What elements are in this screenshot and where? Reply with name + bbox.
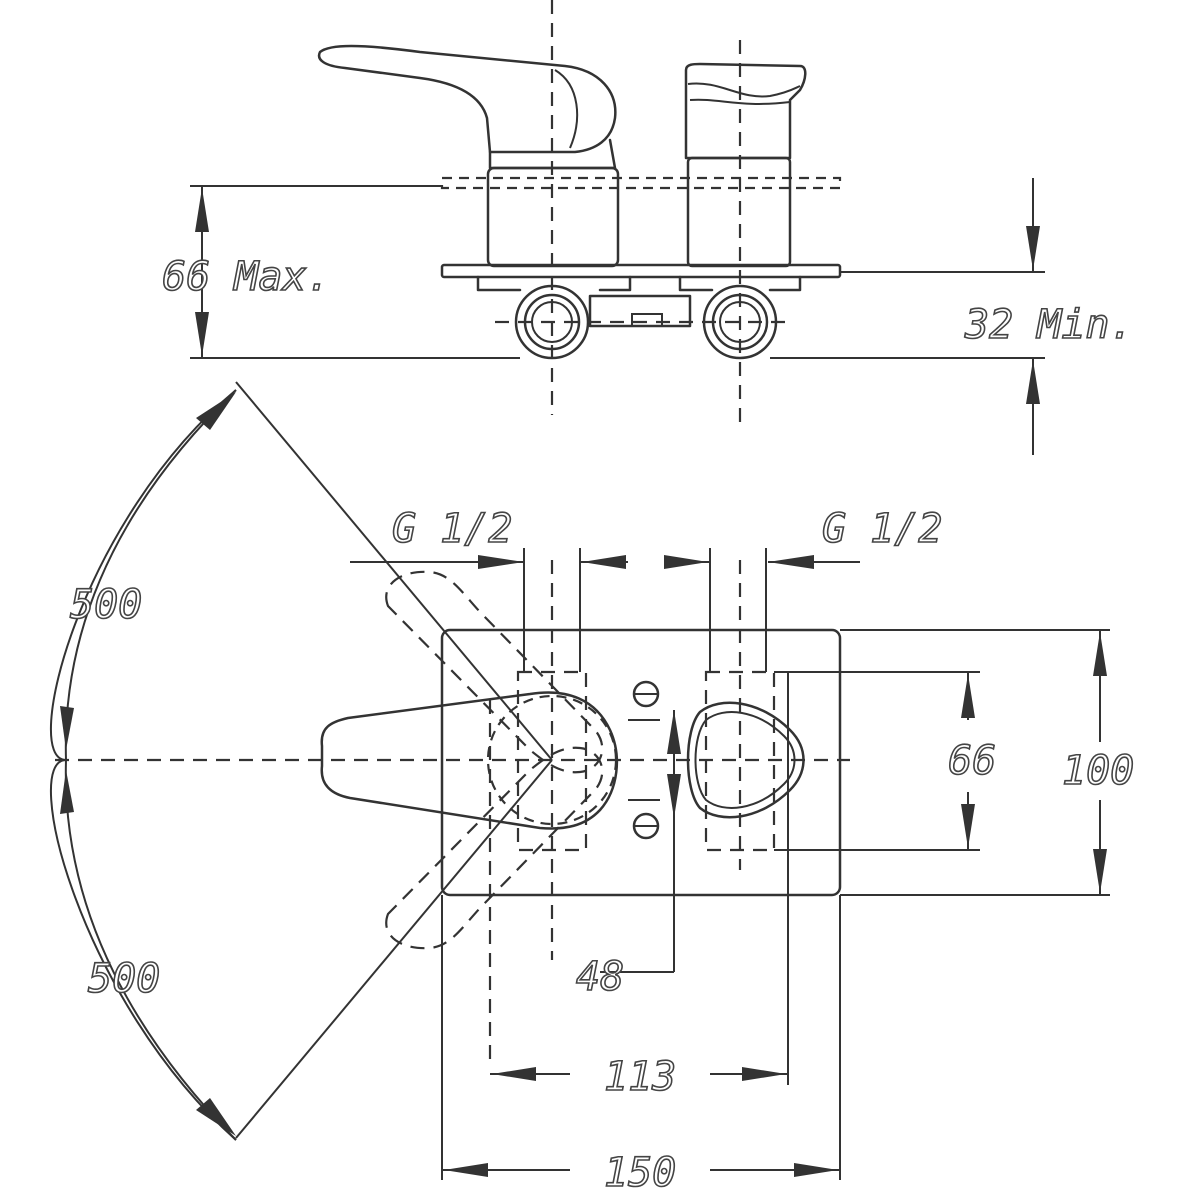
screw-bottom: [632, 812, 660, 840]
dim-label-32-min: 32 Min.: [964, 302, 1134, 348]
g-arrow-left-2: [582, 555, 626, 569]
swing-arc: [49, 389, 237, 1141]
radial-line-lower: [235, 759, 553, 1139]
dim-label-66-max: 66 Max.: [162, 254, 331, 300]
dim-label-48: 48: [576, 954, 624, 1000]
dim-label-66: 66: [948, 738, 996, 784]
arrow-100-down: [1093, 849, 1107, 893]
dim-label-g-right: G 1/2: [822, 506, 942, 552]
diverter-knob-plan: [686, 701, 805, 819]
arc-arrow-top: [196, 392, 236, 430]
connector-slot: [631, 313, 663, 327]
lever-detail: [554, 69, 579, 149]
diverter-knob-inner: [694, 711, 796, 809]
lever-rotated-down: [385, 746, 604, 950]
wall-plate-dashed: [440, 176, 842, 190]
arrow-66-up: [961, 674, 975, 718]
arrow-66-down: [961, 804, 975, 848]
connector-housing: [476, 275, 802, 292]
arc-arrow-bottom: [196, 1098, 236, 1136]
screw-top: [632, 680, 660, 708]
diverter-knob-side: [684, 62, 807, 160]
swing-arc-smooth: [64, 389, 237, 1141]
dim-label-100: 100: [1062, 748, 1134, 794]
lever-cartridge-plan: [486, 694, 618, 826]
arrow-150-right: [794, 1163, 838, 1177]
g-arrow-right-2: [768, 555, 814, 569]
plate-outline: [440, 628, 842, 897]
arrow-48-down: [667, 774, 681, 818]
knob-detail: [687, 82, 801, 98]
arrow-up-32: [1026, 360, 1040, 404]
mixer-lever-side: [317, 44, 617, 154]
dim-label-g-left: G 1/2: [392, 506, 512, 552]
arrow-down: [195, 312, 209, 356]
connector-bridge: [588, 294, 692, 328]
arrow-down-32: [1026, 226, 1040, 270]
side-elevation-view: 66 Max. 32 Min.: [161, 0, 1134, 455]
dim-label-113: 113: [604, 1054, 676, 1100]
g-arrow-right: [664, 555, 708, 569]
arc-arrow-lower-mid: [60, 770, 74, 814]
arrow-100-up: [1093, 632, 1107, 676]
knob-detail-2: [689, 98, 791, 105]
arrow-113-right: [742, 1067, 786, 1081]
g-arrow-left: [478, 555, 524, 569]
arrow-up: [195, 188, 209, 232]
dim-label-500-lower: 500: [88, 956, 160, 1002]
arrow-113-left: [492, 1067, 536, 1081]
arc-arrow-upper-mid: [60, 706, 74, 750]
dim-label-500-upper: 500: [70, 582, 142, 628]
arrow-48-up: [667, 710, 681, 754]
arrow-150-left: [444, 1163, 488, 1177]
radial-line-upper: [235, 381, 553, 761]
lever-rotated-up: [385, 570, 604, 774]
dim-label-150: 150: [604, 1150, 676, 1196]
plan-view: 500 500: [49, 381, 1135, 1197]
